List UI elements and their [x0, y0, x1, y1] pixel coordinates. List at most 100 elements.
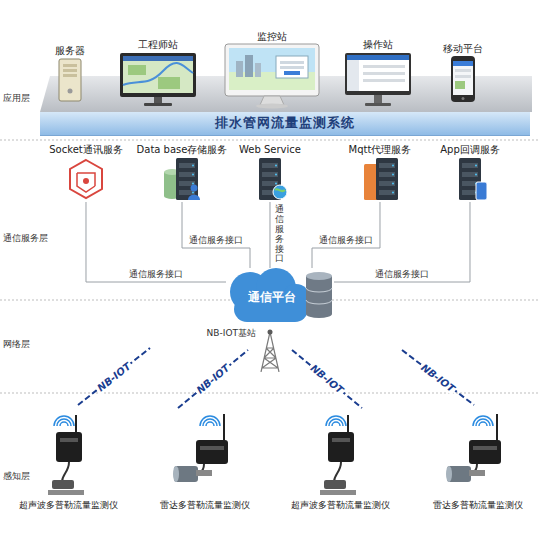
device-icon: [38, 412, 98, 500]
node-label: NB-IOT基站: [207, 328, 256, 340]
icon-part: [329, 419, 343, 426]
interface-label: 通信服务接口: [318, 235, 374, 246]
icon-part: [75, 415, 77, 434]
icon-part: [192, 174, 194, 176]
node-label: App回调服务: [440, 143, 500, 156]
icon-part: [225, 44, 319, 96]
title-band: 排水管网流量监测系统: [40, 112, 530, 136]
node-label: 排水管网流量监测系统: [215, 115, 355, 132]
connector: [312, 202, 380, 268]
icon-part: [256, 104, 288, 109]
icon-part: [332, 438, 350, 442]
interface-label: 通信服务接口: [374, 269, 430, 280]
icon-part: [206, 422, 214, 426]
icon-part: [280, 61, 304, 64]
service-box: App回调服务: [438, 143, 502, 202]
icon-part: [268, 330, 273, 335]
icon-part: [275, 165, 277, 167]
icon-part: [200, 446, 224, 450]
link-label: NB-IOT: [193, 361, 233, 397]
icon-part: [56, 432, 82, 462]
icon-part: [192, 192, 194, 194]
interface-label: 通信服务接口: [275, 205, 284, 264]
icon-part: [280, 66, 304, 69]
icon-part: [462, 97, 465, 100]
device-icon: [54, 57, 86, 103]
node-label: 超声波多普勒流量监测仪: [19, 500, 118, 511]
icon-part: [276, 56, 308, 78]
icon-part: [191, 185, 198, 192]
icon-part: [273, 185, 287, 199]
icon-part: [345, 53, 411, 95]
icon-part: [455, 75, 471, 78]
node-label: Data base存储服务: [137, 143, 228, 156]
icon-part: [306, 288, 332, 304]
icon-part: [392, 183, 394, 185]
icon-part: [196, 470, 212, 476]
icon-part: [77, 173, 95, 192]
icon-part: [261, 332, 279, 372]
icon-part: [453, 61, 473, 66]
node-label: 移动平台: [443, 42, 483, 55]
icon-part: [62, 462, 69, 482]
interface-label: 通信服务接口: [188, 235, 244, 246]
device-station: 服务器: [52, 44, 88, 103]
icon-part: [306, 272, 332, 280]
icon-part: [392, 165, 394, 167]
icon-part: [63, 74, 77, 77]
signal-bolt: [402, 350, 474, 405]
icon-part: [475, 165, 477, 167]
sensor-device: 雷达多普勒流量监测仪: [158, 412, 252, 511]
icon-part: [447, 466, 471, 482]
base-station: NB-IOT基站: [207, 328, 282, 372]
icon-part: [328, 432, 354, 462]
icon-part: [275, 189, 285, 191]
device-icon: [310, 412, 370, 500]
node-label: 工程师站: [138, 38, 178, 51]
sensor-device: 雷达多普勒流量监测仪: [431, 412, 525, 511]
service-box: Mqtt代理服务: [347, 143, 414, 202]
icon-part: [326, 416, 346, 426]
icon-part: [200, 416, 220, 426]
icon-part: [203, 419, 217, 426]
icon-part: [60, 438, 78, 442]
icon-part: [306, 276, 332, 314]
icon-part: [57, 419, 71, 426]
icon-part: [451, 56, 475, 102]
device-icon: [447, 55, 479, 105]
service-box: Socket通讯服务: [47, 143, 124, 202]
icon-part: [59, 59, 81, 101]
device-icon: [118, 51, 198, 107]
icon-part: [469, 440, 501, 464]
node-label: Socket通讯服务: [49, 143, 122, 156]
icon-part: [83, 178, 89, 184]
layer-separator: [0, 393, 540, 394]
device-icon: [450, 156, 490, 202]
icon-part: [60, 422, 68, 426]
icon-part: [128, 65, 146, 75]
icon-part: [392, 174, 394, 176]
icon-part: [255, 63, 261, 77]
icon-part: [379, 181, 395, 186]
icon-part: [52, 480, 74, 489]
connector: [269, 202, 270, 268]
device-icon: [66, 156, 106, 202]
icon-part: [376, 158, 398, 200]
icon-part: [262, 163, 278, 168]
layer-label: 通信服务层: [3, 232, 48, 245]
icon-part: [476, 182, 487, 200]
icon-part: [176, 158, 198, 200]
icon-part: [453, 61, 473, 95]
device-station: 监控站: [222, 30, 322, 109]
icon-part: [179, 172, 195, 177]
icon-part: [462, 172, 478, 177]
icon-part: [68, 89, 73, 94]
sensor-device: 超声波多普勒流量监测仪: [289, 412, 392, 511]
icon-part: [192, 183, 194, 185]
icon-part: [324, 480, 346, 489]
signal-bolt: [292, 350, 362, 408]
service-box: Data base存储服务: [135, 143, 230, 202]
connector: [182, 202, 250, 268]
device-icon: [162, 156, 202, 202]
device-station: 操作站: [341, 38, 415, 109]
